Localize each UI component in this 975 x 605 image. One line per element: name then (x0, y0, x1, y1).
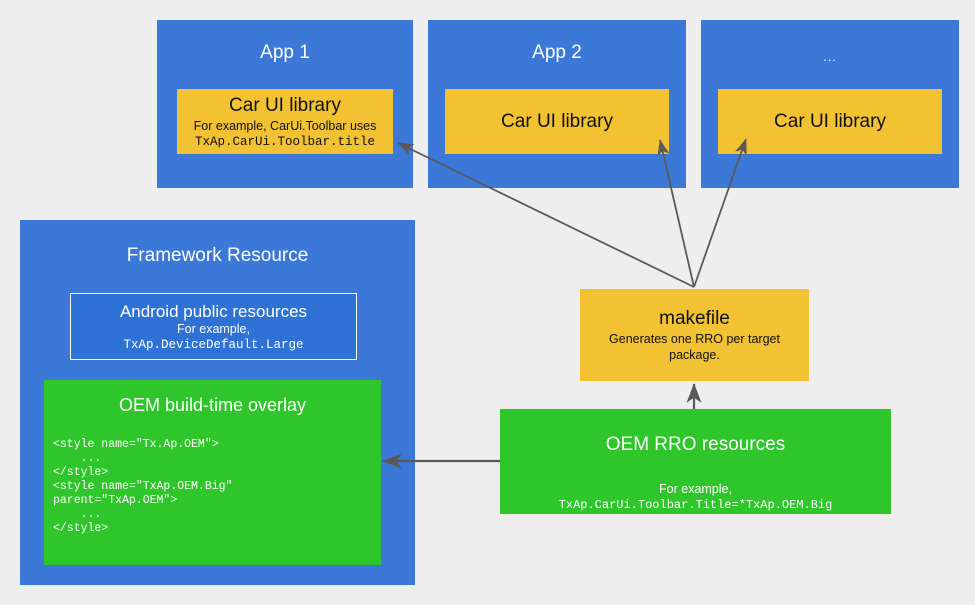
makefile-title: makefile (659, 308, 730, 329)
car-ui-library-title-2: Car UI library (501, 111, 613, 132)
oem-rro-resources-box: OEM RRO resources For example, TxAp.CarU… (500, 409, 891, 514)
car-ui-library-box-3: Car UI library (718, 89, 942, 154)
oem-build-time-overlay-code: <style name="Tx.Ap.OEM"> ... </style> <s… (53, 438, 233, 535)
framework-resource-box: Framework Resource Android public resour… (20, 220, 415, 585)
car-ui-library-title-1: Car UI library (229, 94, 341, 116)
app-box-2: App 2 Car UI library (428, 20, 686, 188)
app-title-1: App 1 (260, 42, 310, 63)
makefile-subtitle: Generates one RRO per target package. (609, 332, 780, 362)
oem-rro-resources-code: TxAp.CarUi.Toolbar.Title=*TxAp.OEM.Big (558, 498, 833, 512)
android-public-resources-code: TxAp.DeviceDefault.Large (123, 337, 304, 352)
car-ui-library-box-2: Car UI library (445, 89, 669, 154)
car-ui-library-box-1: Car UI library For example, CarUi.Toolba… (177, 89, 393, 154)
android-public-resources-subtitle: For example, (177, 321, 250, 336)
oem-build-time-overlay-title: OEM build-time overlay (118, 395, 307, 415)
car-ui-library-subtitle-1: For example, CarUi.Toolbar uses (193, 118, 377, 133)
app-box-1: App 1 Car UI library For example, CarUi.… (157, 20, 413, 188)
android-public-resources-box: Android public resources For example, Tx… (70, 293, 357, 360)
car-ui-library-code-1: TxAp.CarUi.Toolbar.title (194, 134, 376, 149)
app-box-3: ... Car UI library (701, 20, 959, 188)
app-title-2: App 2 (532, 42, 582, 63)
oem-rro-resources-subtitle: For example, (659, 482, 732, 496)
oem-build-time-overlay-box: OEM build-time overlay <style name="Tx.A… (44, 380, 381, 565)
car-ui-library-title-3: Car UI library (774, 111, 886, 132)
framework-resource-title: Framework Resource (126, 245, 309, 266)
app-title-3: ... (823, 49, 837, 64)
oem-rro-resources-title: OEM RRO resources (605, 434, 786, 455)
android-public-resources-title: Android public resources (119, 301, 308, 321)
makefile-box: makefile Generates one RRO per target pa… (580, 289, 809, 381)
